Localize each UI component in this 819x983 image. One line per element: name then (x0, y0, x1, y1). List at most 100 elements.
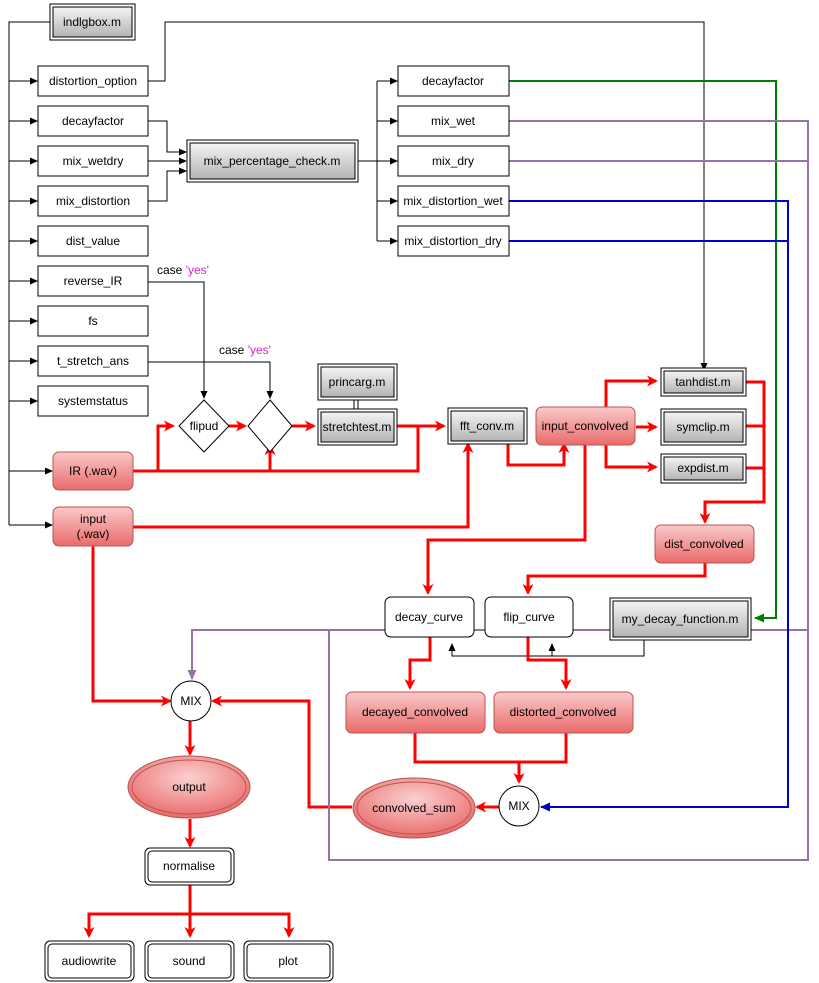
indlgbox-node: indlgbox.m (49, 3, 136, 41)
input-convolved-node: input_convolved (535, 406, 636, 446)
princarg-label: princarg.m (329, 375, 386, 389)
reverse-ir-label: reverse_IR (64, 274, 123, 288)
my-decay-function-node: my_decay_function.m (609, 597, 752, 641)
distorted-convolved-label: distorted_convolved (510, 705, 617, 719)
convolved-sum-node: convolved_sum (352, 777, 476, 839)
edge-dist-convolved-flip-curve (522, 563, 707, 595)
fft-conv-node: fft_conv.m (447, 407, 528, 445)
fs-node: fs (37, 305, 149, 337)
mix-wetdry-label: mix_wetdry (63, 154, 124, 168)
edge-decayed-mix-bottom (413, 733, 525, 784)
decayfactor-output-label: decayfactor (422, 74, 484, 88)
edge-input-mix-top (91, 546, 172, 707)
distorted-convolved-node: distorted_convolved (493, 691, 634, 734)
flip-curve-node: flip_curve (484, 596, 574, 638)
edge-normalise-plot (190, 912, 295, 938)
edge-tanhdist-dist-convolved (699, 380, 766, 524)
decayfactor-output-node: decayfactor (397, 65, 510, 97)
edge-inconv-decay-curve (422, 445, 587, 595)
edge-normalise-audiowrite (83, 912, 190, 938)
mix-top-node: MIX (170, 680, 212, 722)
edge-reverse-ir-flipud (148, 281, 208, 399)
stretch-decision (247, 399, 293, 453)
normalise-node: normalise (144, 847, 235, 886)
stretchtest-label: stretchtest.m (323, 420, 392, 434)
edge-decayfactor-mydecay (509, 80, 777, 623)
tanhdist-label: tanhdist.m (675, 375, 730, 389)
edge-fftconv-input-convolved (506, 442, 570, 467)
mix-distortion-wet-label: mix_distortion_wet (403, 194, 503, 208)
plot-label: plot (278, 954, 298, 968)
mix-wet-label: mix_wet (431, 114, 476, 128)
mix-bottom-node: MIX (498, 785, 540, 827)
fs-label: fs (88, 314, 97, 328)
decayed-convolved-node: decayed_convolved (345, 691, 486, 734)
mix-distortion-dry-label: mix_distortion_dry (404, 234, 501, 248)
mix-distortion-node: mix_distortion (37, 185, 149, 217)
edge-indlgbox-bus (8, 21, 50, 525)
edge-flip-curve-distorted (526, 637, 572, 690)
edge-mix-distortion-mixcheck (148, 167, 187, 202)
sound-node: sound (144, 940, 235, 982)
mix-distortion-label: mix_distortion (56, 194, 130, 208)
output-node: output (127, 755, 251, 819)
edge-ir-fftconv (270, 426, 420, 473)
ir-wav-label: IR (.wav) (69, 464, 117, 478)
expdist-node: expdist.m (660, 453, 747, 484)
edge-inconv-tanhdist (604, 375, 658, 407)
dist-convolved-node: dist_convolved (654, 524, 755, 564)
audiowrite-label: audiowrite (62, 954, 117, 968)
input-convolved-label: input_convolved (542, 419, 629, 433)
edge-input-fftconv (133, 442, 474, 529)
decayfactor-input-label: decayfactor (62, 114, 124, 128)
decayfactor-input-node: decayfactor (37, 105, 149, 137)
indlgbox-label: indlgbox.m (63, 15, 121, 29)
red-connectors (83, 375, 766, 938)
mix-top-label: MIX (180, 694, 201, 708)
dist-value-node: dist_value (37, 225, 149, 257)
mix-wet-node: mix_wet (397, 105, 510, 137)
edge-convolved-sum-mix-top (211, 695, 352, 809)
convolved-sum-label: convolved_sum (372, 801, 455, 815)
normalise-label: normalise (163, 859, 215, 873)
ir-wav-node: IR (.wav) (52, 451, 134, 491)
fft-conv-label: fft_conv.m (460, 419, 514, 433)
mix-dry-label: mix_dry (432, 154, 474, 168)
sound-label: sound (173, 954, 206, 968)
case-reverse-label: case 'yes' (157, 263, 209, 277)
edge-mix-dry-mix-top (328, 160, 809, 861)
mix-distortion-wet-node: mix_distortion_wet (397, 185, 510, 217)
tanhdist-node: tanhdist.m (660, 367, 747, 397)
input-wav-node: input (.wav) (52, 506, 134, 547)
edge-mydecay-decay-curve (448, 640, 645, 657)
expdist-label: expdist.m (677, 461, 728, 475)
distortion-option-label: distortion_option (49, 74, 137, 88)
decay-curve-label: decay_curve (395, 610, 463, 624)
symclip-node: symclip.m (660, 408, 747, 446)
edge-mix-distortion-wet-mix-bottom (509, 200, 789, 812)
flipud-decision: flipud (178, 399, 230, 453)
decay-curve-node: decay_curve (384, 596, 475, 638)
case-stretch-label: case 'yes' (219, 343, 271, 357)
input-wav-label-line2: (.wav) (77, 527, 110, 541)
reverse-ir-node: reverse_IR (37, 265, 149, 297)
flipud-label: flipud (190, 419, 219, 433)
my-decay-function-label: my_decay_function.m (622, 612, 739, 626)
edge-ir-flipud (133, 420, 175, 473)
plot-node: plot (243, 940, 334, 982)
distortion-option-node: distortion_option (37, 65, 149, 97)
output-label: output (172, 780, 206, 794)
edge-decayfactor-mixcheck (148, 120, 187, 156)
dist-convolved-label: dist_convolved (664, 537, 743, 551)
mix-wetdry-node: mix_wetdry (37, 145, 149, 177)
stretchtest-node: stretchtest.m (317, 408, 398, 446)
systemstatus-node: systemstatus (37, 385, 149, 417)
symclip-label: symclip.m (676, 420, 729, 434)
audiowrite-node: audiowrite (44, 940, 135, 982)
black-connectors (8, 21, 708, 657)
input-wav-label-line1: input (80, 512, 107, 526)
t-stretch-ans-node: t_stretch_ans (37, 345, 149, 377)
edge-distortion-option-tanhdist (148, 21, 708, 371)
mix-percentage-check-label: mix_percentage_check.m (204, 154, 341, 168)
